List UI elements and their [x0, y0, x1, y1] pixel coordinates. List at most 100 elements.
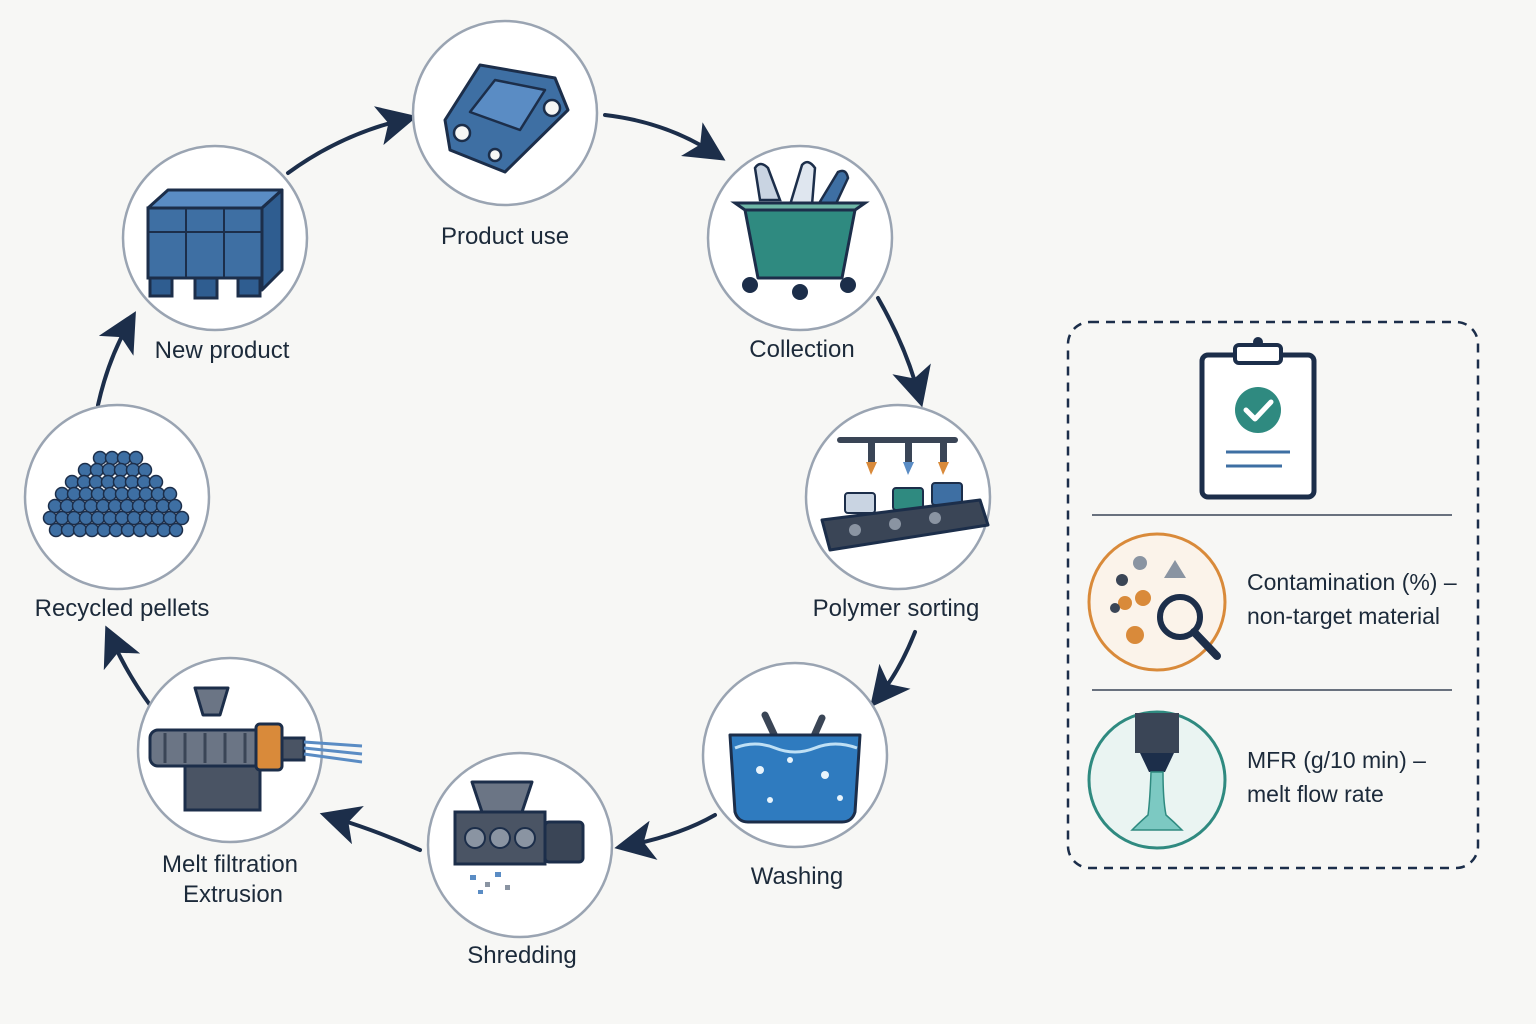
legend-mfr-line1: MFR (g/10 min) –: [1247, 747, 1426, 773]
pellet: [136, 474, 152, 490]
pellet: [102, 510, 118, 526]
label-polymer-sorting: Polymer sorting: [812, 595, 980, 622]
pellet: [42, 510, 58, 526]
clipboard-check-icon: [1199, 337, 1317, 500]
pellet: [100, 474, 116, 490]
pellet: [83, 498, 99, 514]
pellet: [72, 522, 88, 538]
pellet: [88, 474, 104, 490]
crate-icon: [146, 188, 284, 300]
arrow-sorting-to-washing: [870, 630, 917, 708]
pellet: [174, 510, 190, 526]
melt-flow-nozzle-icon: [1087, 710, 1227, 850]
pellet: [125, 462, 141, 478]
pellet: [143, 498, 159, 514]
label-shredding: Shredding: [467, 942, 577, 969]
arrow-washing-to-shredding: [614, 813, 717, 860]
pellet: [144, 522, 160, 538]
label-melt-filtration: Melt filtration: [161, 851, 299, 878]
label-product-use: Product use: [440, 223, 570, 250]
pellet: [60, 522, 76, 538]
legend-contamination-line2: non-target material: [1247, 603, 1441, 629]
pellet: [114, 510, 130, 526]
pellet: [92, 450, 108, 466]
bottle-bin-icon: [730, 160, 870, 300]
pellet: [78, 510, 94, 526]
bracket-part-icon: [443, 63, 570, 174]
pellet: [107, 498, 123, 514]
legend-contamination-text: Contamination (%) – non-target material: [1247, 565, 1457, 633]
pellet: [119, 498, 135, 514]
pellet: [138, 486, 154, 502]
label-washing: Washing: [750, 863, 844, 890]
pellet: [137, 462, 153, 478]
pellet: [48, 522, 64, 538]
pellet: [108, 522, 124, 538]
legend-mfr-text: MFR (g/10 min) – melt flow rate: [1247, 743, 1426, 811]
pellet: [150, 486, 166, 502]
pellet: [162, 510, 178, 526]
arrow-collection-to-sorting: [876, 296, 931, 408]
pellet: [71, 498, 87, 514]
pellet: [102, 486, 118, 502]
pellet: [112, 474, 128, 490]
label-new-product: New product: [154, 337, 290, 364]
pellet: [167, 498, 183, 514]
pellet: [77, 462, 93, 478]
arrow-new-to-productuse: [286, 106, 418, 175]
pellet: [131, 498, 147, 514]
pellet: [47, 498, 63, 514]
pellet: [148, 474, 164, 490]
label-recycled-pellets: Recycled pellets: [34, 595, 210, 622]
pellet: [126, 510, 142, 526]
pellet: [90, 486, 106, 502]
pellet: [66, 510, 82, 526]
pellet: [76, 474, 92, 490]
pellet: [90, 510, 106, 526]
pellet: [78, 486, 94, 502]
pellet: [66, 486, 82, 502]
legend-border: [1066, 320, 1480, 870]
pellet: [150, 510, 166, 526]
pellet: [126, 486, 142, 502]
pellet: [168, 522, 184, 538]
pellets-pile-icon: [42, 450, 190, 538]
pellet: [59, 498, 75, 514]
pellet: [54, 510, 70, 526]
pellet: [138, 510, 154, 526]
pellet: [132, 522, 148, 538]
pellet: [128, 450, 144, 466]
pellet: [101, 462, 117, 478]
magnifier-contaminants-icon: [1087, 532, 1227, 672]
arrow-shredding-to-extrusion: [319, 806, 422, 852]
pellet: [96, 522, 112, 538]
extruder-icon: [148, 686, 363, 812]
pellet: [54, 486, 70, 502]
pellet: [114, 486, 130, 502]
sorting-conveyor-icon: [820, 437, 990, 552]
pellet: [95, 498, 111, 514]
pellet: [156, 522, 172, 538]
legend-contamination-line1: Contamination (%) –: [1247, 569, 1457, 595]
pellet: [162, 486, 178, 502]
shredder-icon: [453, 780, 585, 894]
pellet: [89, 462, 105, 478]
arrow-productuse-to-collection: [603, 113, 726, 161]
arrow-pellets-to-new: [96, 311, 136, 407]
legend-mfr-line2: melt flow rate: [1247, 781, 1384, 807]
arrow-extrusion-to-pellets: [103, 625, 152, 707]
washing-tank-icon: [728, 711, 862, 824]
pellet: [113, 462, 129, 478]
label-collection: Collection: [749, 336, 855, 363]
pellet: [120, 522, 136, 538]
pellet: [84, 522, 100, 538]
pellet: [116, 450, 132, 466]
cycle-arrows: [96, 106, 931, 860]
pellet: [124, 474, 140, 490]
label-extrusion: Extrusion: [182, 881, 284, 908]
legend-panel: [1066, 320, 1480, 870]
pellet: [155, 498, 171, 514]
pellet: [64, 474, 80, 490]
pellet: [104, 450, 120, 466]
